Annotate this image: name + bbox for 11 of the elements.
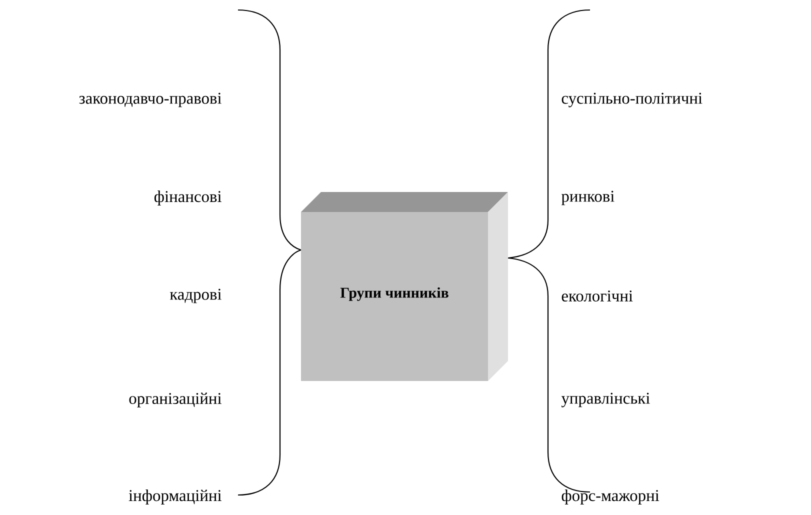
factor-label: управлінські <box>561 392 650 408</box>
factor-label: фінансові <box>154 190 222 206</box>
factor-label: організаційні <box>129 392 222 408</box>
factor-label: суспільно-політичні <box>562 92 702 108</box>
factor-label: кадрові <box>170 288 222 304</box>
factor-label: інформаційні <box>128 490 222 504</box>
factor-label: ринкові <box>561 190 614 206</box>
factor-label: екологічні <box>562 290 633 302</box>
factor-label: форс-мажорні <box>562 490 660 504</box>
cube-box: Групи чинників <box>301 192 508 381</box>
factor-label: законодавчо-правові <box>79 92 222 108</box>
